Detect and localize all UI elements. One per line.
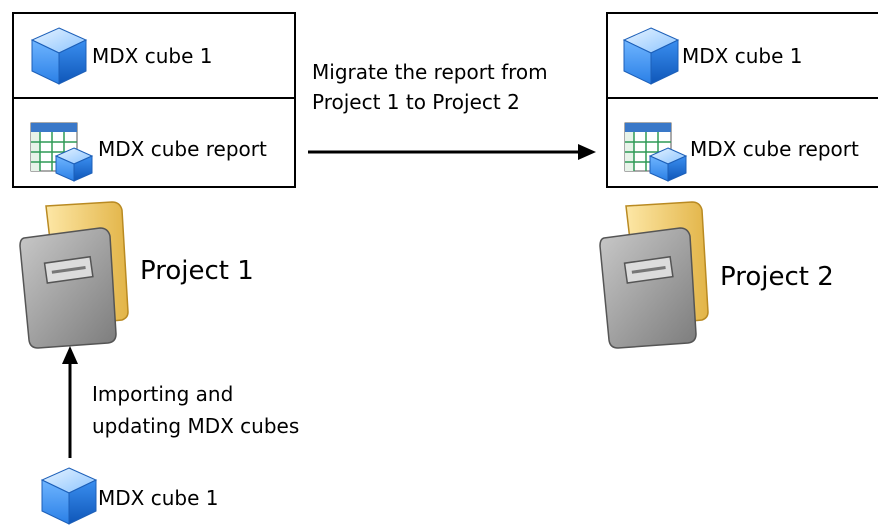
target-project-label: Project 2 — [720, 262, 834, 292]
import-caption-line1: Importing and — [92, 382, 234, 406]
source-cube-label: MDX cube 1 — [92, 44, 213, 68]
source-project-label: Project 1 — [140, 256, 254, 286]
import-arrow — [60, 346, 80, 458]
migrate-caption-line1: Migrate the report from — [312, 60, 548, 84]
cube-icon — [30, 26, 88, 86]
cube-icon — [40, 466, 98, 526]
source-report-label: MDX cube report — [98, 137, 267, 161]
migrate-arrow — [308, 142, 598, 162]
target-cube-label: MDX cube 1 — [682, 44, 803, 68]
project-folder-icon — [16, 200, 132, 350]
target-box-divider — [608, 97, 878, 99]
target-report-label: MDX cube report — [690, 137, 859, 161]
migrate-caption-line2: Project 1 to Project 2 — [312, 90, 520, 114]
cube-icon — [622, 26, 680, 86]
report-grid-icon — [624, 122, 688, 182]
report-grid-icon — [30, 122, 94, 182]
source-box-divider — [14, 97, 294, 99]
external-cube-label: MDX cube 1 — [98, 486, 219, 510]
project-folder-icon — [596, 200, 712, 350]
target-report-label-clip: MDX cube report — [690, 137, 878, 161]
import-caption-line2: updating MDX cubes — [92, 414, 300, 438]
